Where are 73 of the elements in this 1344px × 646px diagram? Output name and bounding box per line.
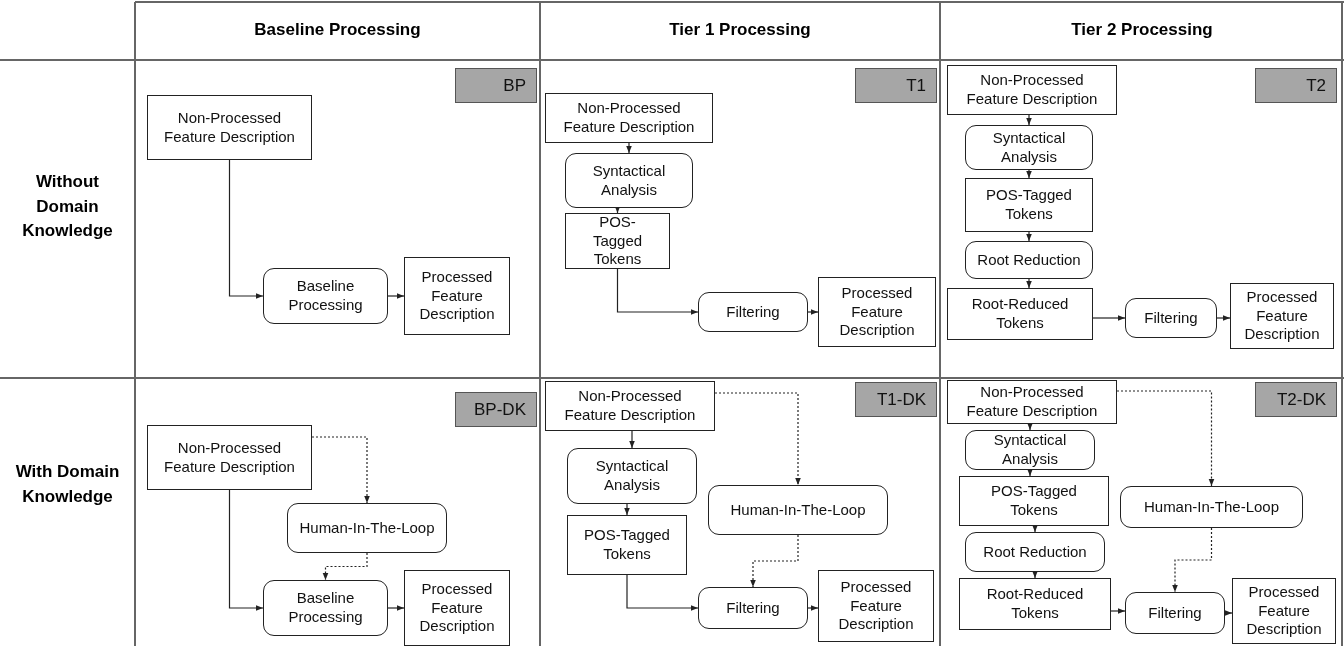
arrow bbox=[1026, 231, 1032, 242]
arrow bbox=[1026, 114, 1032, 126]
process-box: Filtering bbox=[1125, 592, 1225, 634]
data-box: Processed Feature Description bbox=[1230, 283, 1334, 349]
row-header: Without Domain Knowledge bbox=[21, 171, 114, 243]
process-box: Human-In-The-Loop bbox=[708, 485, 888, 535]
data-box: Processed Feature Description bbox=[404, 257, 510, 335]
panel-tag: BP-DK bbox=[455, 392, 537, 427]
arrow bbox=[750, 534, 799, 588]
arrow bbox=[1027, 468, 1033, 477]
column-header: Tier 1 Processing bbox=[668, 20, 812, 40]
column-header: Baseline Processing bbox=[253, 20, 422, 40]
process-box: Filtering bbox=[1125, 298, 1217, 338]
panel-tag: BP bbox=[455, 68, 537, 103]
process-box: Root Reduction bbox=[965, 532, 1105, 572]
arrow bbox=[311, 436, 370, 504]
arrow bbox=[626, 574, 699, 611]
data-box: POS-Tagged Tokens bbox=[965, 178, 1093, 232]
arrow bbox=[387, 605, 405, 611]
panel-tag: T2 bbox=[1255, 68, 1337, 103]
data-box: POS-Tagged Tokens bbox=[959, 476, 1109, 526]
arrow bbox=[1216, 315, 1231, 321]
arrow bbox=[626, 142, 632, 154]
process-box: Syntactical Analysis bbox=[567, 448, 697, 504]
process-box: Filtering bbox=[698, 292, 808, 332]
arrow bbox=[228, 159, 264, 299]
arrow bbox=[807, 309, 819, 315]
data-box: Root-Reduced Tokens bbox=[959, 578, 1111, 630]
arrow bbox=[807, 605, 819, 611]
arrow bbox=[629, 430, 635, 449]
arrow bbox=[714, 392, 801, 486]
panel-tag: T2-DK bbox=[1255, 382, 1337, 417]
data-box: Non-Processed Feature Description bbox=[947, 380, 1117, 424]
arrow bbox=[624, 503, 630, 516]
process-box: Human-In-The-Loop bbox=[287, 503, 447, 553]
arrow bbox=[1026, 278, 1032, 289]
process-box: Root Reduction bbox=[965, 241, 1093, 279]
arrow bbox=[1116, 390, 1215, 487]
data-box: POS-Tagged Tokens bbox=[567, 515, 687, 575]
data-box: POS-Tagged Tokens bbox=[565, 213, 670, 269]
arrow bbox=[1224, 610, 1233, 616]
arrow bbox=[228, 489, 264, 611]
data-box: Processed Feature Description bbox=[1232, 578, 1336, 644]
data-box: Non-Processed Feature Description bbox=[147, 425, 312, 490]
data-box: Processed Feature Description bbox=[818, 277, 936, 347]
process-box: Syntactical Analysis bbox=[965, 125, 1093, 170]
data-box: Non-Processed Feature Description bbox=[147, 95, 312, 160]
arrow bbox=[616, 268, 699, 315]
arrow bbox=[387, 293, 405, 299]
process-box: Syntactical Analysis bbox=[965, 430, 1095, 470]
arrow bbox=[1032, 570, 1038, 579]
arrow bbox=[322, 552, 368, 581]
process-box: Baseline Processing bbox=[263, 268, 388, 324]
process-box: Syntactical Analysis bbox=[565, 153, 693, 208]
panel-tag: T1 bbox=[855, 68, 937, 103]
process-box: Baseline Processing bbox=[263, 580, 388, 636]
data-box: Processed Feature Description bbox=[818, 570, 934, 642]
arrow bbox=[1092, 315, 1126, 321]
row-header: With Domain Knowledge bbox=[14, 461, 121, 508]
data-box: Root-Reduced Tokens bbox=[947, 288, 1093, 340]
arrow bbox=[1026, 169, 1032, 179]
arrow bbox=[1032, 524, 1038, 533]
process-box: Filtering bbox=[698, 587, 808, 629]
arrow bbox=[1027, 422, 1033, 431]
data-box: Processed Feature Description bbox=[404, 570, 510, 646]
data-box: Non-Processed Feature Description bbox=[545, 93, 713, 143]
data-box: Non-Processed Feature Description bbox=[545, 381, 715, 431]
arrow bbox=[1172, 527, 1213, 593]
column-header: Tier 2 Processing bbox=[1070, 20, 1214, 40]
data-box: Non-Processed Feature Description bbox=[947, 65, 1117, 115]
process-box: Human-In-The-Loop bbox=[1120, 486, 1303, 528]
panel-tag: T1-DK bbox=[855, 382, 937, 417]
arrow bbox=[1110, 608, 1126, 614]
